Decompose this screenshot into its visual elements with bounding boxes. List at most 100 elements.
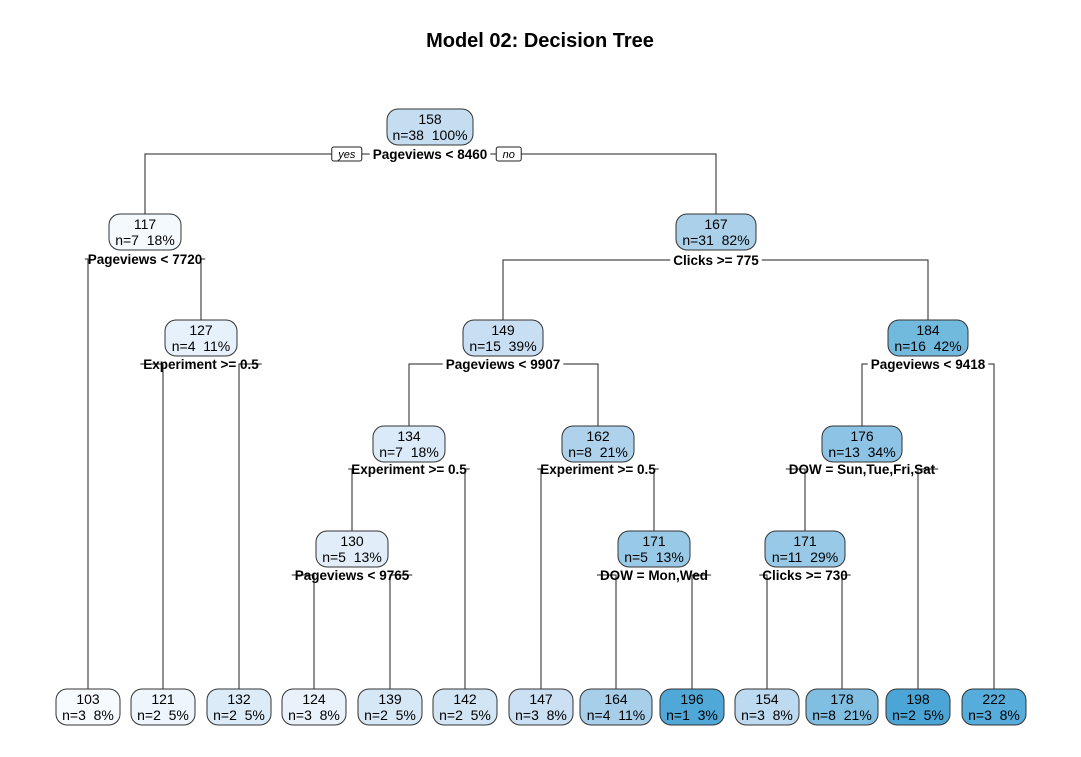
split-label-s8: Experiment >= 0.5: [540, 462, 656, 477]
node-value: 162: [586, 428, 610, 444]
node-box: [372, 425, 446, 463]
node-stats: n=2 5%: [137, 707, 189, 723]
edge-s9-right: [917, 468, 939, 689]
node-value: 130: [340, 533, 364, 549]
edge-s3-right: [761, 259, 929, 320]
node-stats: n=4 11%: [172, 338, 231, 354]
split-label-s3: Clicks >= 775: [673, 253, 759, 268]
node-stats: n=8 21%: [568, 444, 628, 460]
edge-s1-right: [490, 153, 717, 214]
node-box: [386, 108, 474, 146]
node-box: [885, 688, 951, 726]
node-value: 124: [302, 691, 326, 707]
edge-s2-right: [200, 258, 206, 320]
node-stats: n=11 29%: [772, 549, 838, 565]
split-label-s9: DOW = Sun,Tue,Fri,Sat: [789, 462, 936, 477]
node-box: [617, 530, 691, 568]
node-stats: n=3 8%: [515, 707, 567, 723]
split-label-s6: Pageviews < 9418: [871, 357, 986, 372]
node-stats: n=3 8%: [62, 707, 114, 723]
node-value: 154: [755, 691, 779, 707]
node-stats: n=2 5%: [364, 707, 416, 723]
edge-s12-left: [759, 574, 768, 689]
split-label-s1: Pageviews < 8460: [373, 147, 487, 162]
node-box: [432, 688, 498, 726]
node-box: [508, 688, 574, 726]
node-value: 147: [529, 691, 553, 707]
edge-s8-left: [537, 468, 542, 689]
node-box: [281, 688, 347, 726]
split-label-s7: Experiment >= 0.5: [351, 462, 467, 477]
node-box: [579, 688, 653, 726]
node-box: [561, 425, 635, 463]
node-box: [462, 319, 544, 357]
node-box: [821, 425, 903, 463]
node-value: 222: [982, 691, 1006, 707]
node-value: 117: [134, 216, 157, 232]
node-stats: n=5 13%: [322, 549, 382, 565]
edge-s7-right: [464, 468, 470, 689]
node-stats: n=15 39%: [469, 338, 536, 354]
edge-s6-right: [988, 363, 995, 689]
branch-label-text: yes: [337, 149, 356, 161]
edge-s3-left: [502, 259, 671, 320]
node-value: 127: [189, 322, 213, 338]
edge-s4-left: [140, 363, 164, 689]
node-stats: n=2 5%: [213, 707, 265, 723]
branch-label-box: [495, 146, 522, 162]
edge-s5-left: [408, 363, 443, 426]
node-stats: n=4 11%: [587, 707, 646, 723]
node-box: [887, 319, 969, 357]
edge-s7-left: [348, 468, 353, 531]
node-box: [108, 213, 182, 251]
node-value: 142: [453, 691, 477, 707]
edge-s12-right: [841, 574, 851, 689]
node-box: [805, 688, 879, 726]
node-value: 121: [151, 691, 175, 707]
node-value: 196: [680, 691, 704, 707]
node-value: 132: [227, 691, 251, 707]
edge-s8-right: [653, 468, 659, 531]
edge-s2-left: [84, 258, 89, 689]
node-box: [675, 213, 757, 251]
node-box: [357, 688, 423, 726]
edge-s10-left: [291, 574, 315, 689]
edge-s9-left: [785, 468, 806, 531]
node-stats: n=38 100%: [392, 127, 467, 143]
node-box: [764, 530, 846, 568]
node-box: [206, 688, 272, 726]
node-stats: n=31 82%: [682, 232, 749, 248]
edge-s11-left: [596, 574, 617, 689]
node-value: 184: [916, 322, 940, 338]
split-label-s5: Pageviews < 9907: [446, 357, 560, 372]
node-box: [55, 688, 121, 726]
branch-label-yes: yes: [331, 146, 363, 162]
split-label-s10: Pageviews < 9765: [295, 568, 410, 583]
node-stats: n=7 18%: [115, 232, 175, 248]
edge-s1-left: [144, 153, 370, 214]
node-value: 164: [604, 691, 628, 707]
node-box: [164, 319, 238, 357]
